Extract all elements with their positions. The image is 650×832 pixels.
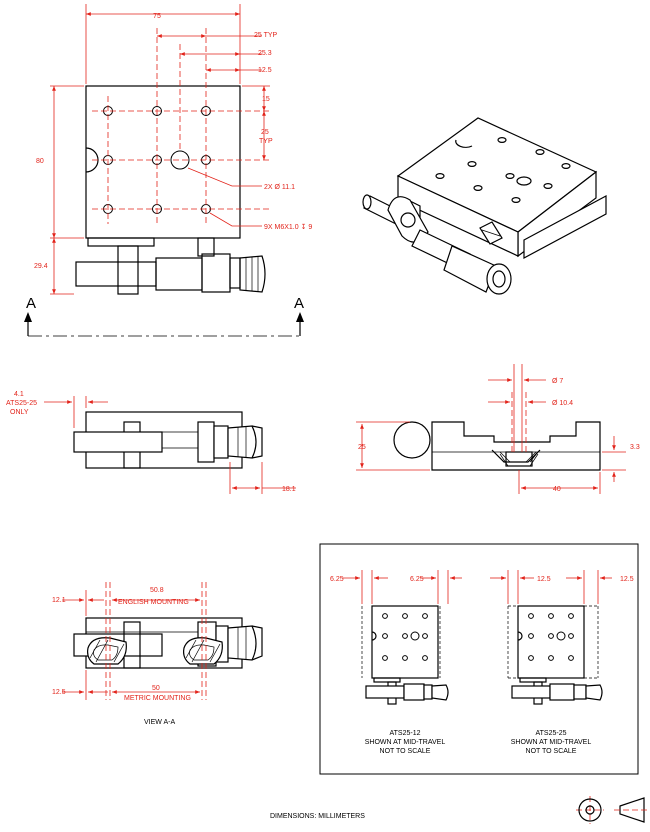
dim-pitch-typ: 25 TYP bbox=[254, 32, 278, 39]
stage-top-plate bbox=[85, 85, 241, 239]
variant-ats25-12: 6.25 6.25 ATS25-12 SHOWN AT MID-TRAVEL N… bbox=[330, 570, 462, 755]
variant1-line2: SHOWN AT MID-TRAVEL bbox=[365, 739, 446, 746]
variants-panel: 6.25 6.25 ATS25-12 SHOWN AT MID-TRAVEL N… bbox=[319, 543, 639, 775]
variant2-line2: SHOWN AT MID-TRAVEL bbox=[511, 739, 592, 746]
metric-label: METRIC MOUNTING bbox=[124, 695, 191, 702]
dim-width: 75 bbox=[153, 13, 161, 20]
dim-offset-a: 25.3 bbox=[258, 50, 272, 57]
variant1-model: ATS25-12 bbox=[390, 730, 421, 737]
metric-value: 50 bbox=[152, 685, 160, 692]
end-view: Ø 7 Ø 10.4 25 3.3 40 bbox=[356, 364, 640, 494]
variant-ats25-25: 12.5 12.5 ATS25-25 SHOWN AT MID-TRAVEL N… bbox=[490, 570, 634, 755]
dia-small: Ø 7 bbox=[552, 378, 563, 385]
metric-offset: 12.5 bbox=[52, 689, 66, 696]
note-value: 4.1 bbox=[14, 391, 24, 398]
section-caption: VIEW A-A bbox=[144, 719, 175, 726]
dim-offset-b: 12.5 bbox=[258, 67, 272, 74]
units-note: DIMENSIONS: MILLIMETERS bbox=[270, 813, 365, 820]
dim-height: 25 bbox=[358, 444, 366, 451]
english-label: ENGLISH MOUNTING bbox=[118, 599, 189, 606]
dim-pitch-v-typ: TYP bbox=[259, 138, 273, 145]
variant2-line3: NOT TO SCALE bbox=[526, 748, 577, 755]
dim-step: 3.3 bbox=[630, 444, 640, 451]
dim-width: 40 bbox=[553, 486, 561, 493]
callout-threads: 9X M6X1.0 ↧ 9 bbox=[264, 223, 312, 231]
section-view: 12.1 50.8 ENGLISH MOUNTING 12.5 50 METRI… bbox=[52, 582, 263, 726]
center-bore bbox=[170, 150, 190, 170]
english-value: 50.8 bbox=[150, 587, 164, 594]
dia-large: Ø 10.4 bbox=[552, 400, 573, 407]
english-offset: 12.1 bbox=[52, 597, 66, 604]
third-angle-projection-icon bbox=[576, 796, 648, 824]
note-line2: ONLY bbox=[10, 409, 29, 416]
variant1-left-dim: 6.25 bbox=[330, 576, 344, 583]
micrometer-end-circle bbox=[393, 421, 431, 459]
variant1-line3: NOT TO SCALE bbox=[380, 748, 431, 755]
dim-knob: 18.1 bbox=[282, 486, 296, 493]
note-line1: ATS25-25 bbox=[6, 400, 37, 407]
isometric-view bbox=[362, 117, 607, 295]
callout-bore: 2X Ø 11.1 bbox=[264, 184, 295, 191]
section-letter-right: A bbox=[294, 295, 304, 312]
dim-knob-ext: 29.4 bbox=[34, 263, 48, 270]
dim-pitch-v: 25 bbox=[261, 129, 269, 136]
side-view: 4.1 ATS25-25 ONLY 18.1 bbox=[6, 391, 296, 494]
top-view: 75 25 TYP 25.3 12.5 15 25 TYP 80 29.4 2X… bbox=[24, 4, 312, 337]
dim-edge-top: 15 bbox=[262, 96, 270, 103]
variant2-right-dim: 12.5 bbox=[620, 576, 634, 583]
variant2-model: ATS25-25 bbox=[536, 730, 567, 737]
dim-height: 80 bbox=[36, 158, 44, 165]
variant2-left-dim: 12.5 bbox=[537, 576, 551, 583]
section-letter-left: A bbox=[26, 295, 36, 312]
variant1-right-dim: 6.25 bbox=[410, 576, 424, 583]
